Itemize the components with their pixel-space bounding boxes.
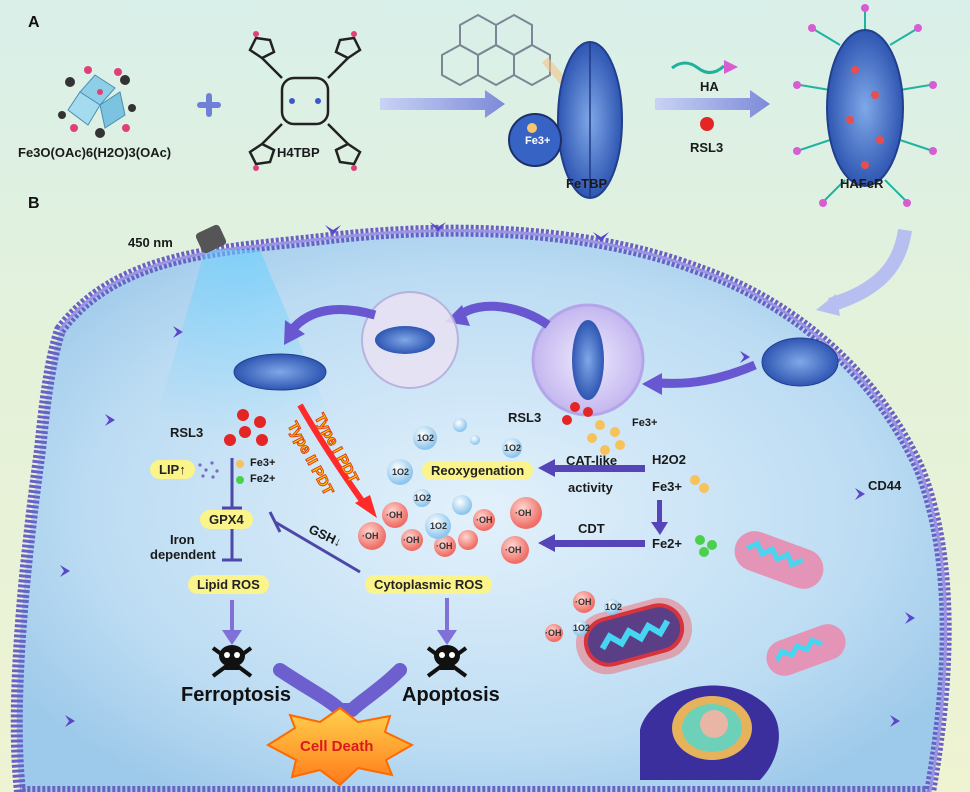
- skull-apoptosis-icon: [426, 645, 468, 678]
- iron-dependent-1: Iron: [170, 532, 195, 547]
- light-wavelength-label: 450 nm: [128, 235, 173, 250]
- lip-pill: LIP↑: [150, 460, 195, 479]
- lip-label: LIP: [159, 462, 180, 477]
- fe3-zoom-icon: [508, 113, 562, 167]
- plus-icon: [197, 93, 221, 117]
- mof-ion-label: Fe3+: [525, 135, 551, 147]
- pathway-arrows: [222, 598, 457, 645]
- fe3-right-label: Fe3+: [652, 479, 682, 494]
- hydroxyl-radical-label: ·OH: [362, 531, 379, 541]
- fe3o-cluster-icon: [58, 66, 136, 138]
- nanoparticle-label: HAFeR: [840, 176, 884, 191]
- lipid-ros-pill: Lipid ROS: [188, 575, 269, 594]
- endosome-arrow: [659, 360, 757, 388]
- reoxygenation-pill: Reoxygenation: [422, 461, 534, 480]
- cat-like-2: activity: [568, 480, 613, 495]
- mitochondrion: [734, 531, 824, 589]
- reaction-arrows: [538, 459, 668, 552]
- iron-dependent-2: dependent: [150, 547, 216, 562]
- hydroxyl-radical-label: ·OH: [436, 541, 453, 551]
- mitochondrion-small: [766, 624, 846, 676]
- panel-label-b: B: [28, 195, 40, 212]
- singlet-oxygen-label: 1O2: [414, 493, 432, 503]
- hydroxyl-radical-label: ·OH: [505, 545, 522, 555]
- fe2-right-label: Fe2+: [652, 536, 682, 551]
- cluster-formula: Fe3O(OAc)6(H2O)3(OAc): [18, 145, 172, 160]
- released-nanoparticle: [233, 353, 327, 391]
- inhibition-lines: [222, 458, 361, 574]
- fe2-left-label: Fe2+: [250, 473, 276, 485]
- singlet-oxygen-label: 1O2: [430, 521, 448, 531]
- nucleus-golgi-icon: [640, 685, 779, 780]
- gpx4-pill: GPX4: [200, 510, 253, 529]
- mof-lattice-icon: [441, 13, 551, 87]
- ha-label: HA: [700, 79, 719, 94]
- ligand-label: H4TBP: [277, 145, 320, 160]
- singlet-oxygen-label: 1O2: [417, 433, 435, 443]
- singlet-oxygen-label: 1O2: [392, 467, 410, 477]
- cdt-label: CDT: [578, 521, 605, 536]
- ferroptosis-label: Ferroptosis: [181, 684, 292, 706]
- rsl3-dot-icon: [700, 117, 714, 131]
- singlet-oxygen-label: 1O2: [504, 443, 522, 453]
- cat-like-1: CAT-like: [566, 453, 618, 468]
- cell-death-burst: [266, 706, 415, 787]
- cytoplasmic-ros-pill: Cytoplasmic ROS: [365, 575, 493, 594]
- singlet-oxygen-label: 1O2: [605, 602, 623, 612]
- hydroxyl-radical-label: ·OH: [386, 510, 403, 520]
- skull-ferroptosis-icon: [211, 645, 253, 678]
- hydroxyl-radical-label: ·OH: [515, 508, 532, 518]
- lip-dots: [198, 461, 219, 479]
- uptake-arrow: [827, 228, 912, 312]
- functionalization-arrow: [655, 90, 770, 118]
- lamp-icon: [150, 224, 340, 440]
- ros-bubbles: [358, 418, 620, 642]
- cd44-label: CD44: [868, 478, 902, 493]
- porphyrin-ligand-icon: [248, 31, 362, 171]
- hydroxyl-radical-label: ·OH: [476, 515, 493, 525]
- membrane-nanoparticle: [761, 337, 839, 387]
- fe3-left-label: Fe3+: [250, 457, 276, 469]
- fe3-mid-label: Fe3+: [632, 417, 658, 429]
- h2o2-label: H2O2: [652, 452, 686, 467]
- pdt-arrow: [297, 403, 377, 518]
- rsl3-left-label: RSL3: [170, 425, 204, 440]
- mitochondrion-highlight: [575, 597, 693, 675]
- cd44-receptor-icons: [60, 222, 915, 727]
- hydroxyl-radical-label: ·OH: [403, 535, 420, 545]
- rsl3-mid-label: RSL3: [508, 410, 542, 425]
- synthesis-arrow: [380, 90, 505, 118]
- rsl3-label: RSL3: [690, 140, 724, 155]
- haferr-particle-icon: [793, 4, 937, 207]
- panel-label-a: A: [28, 14, 40, 31]
- apoptosis-label: Apoptosis: [402, 684, 500, 706]
- ha-chain-icon: [671, 61, 726, 74]
- mof-label: FeTBP: [566, 176, 608, 191]
- singlet-oxygen-label: 1O2: [573, 623, 591, 633]
- hydroxyl-radical-label: ·OH: [545, 628, 562, 638]
- hydroxyl-radical-label: ·OH: [575, 597, 592, 607]
- cell-death-label: Cell Death: [300, 738, 374, 755]
